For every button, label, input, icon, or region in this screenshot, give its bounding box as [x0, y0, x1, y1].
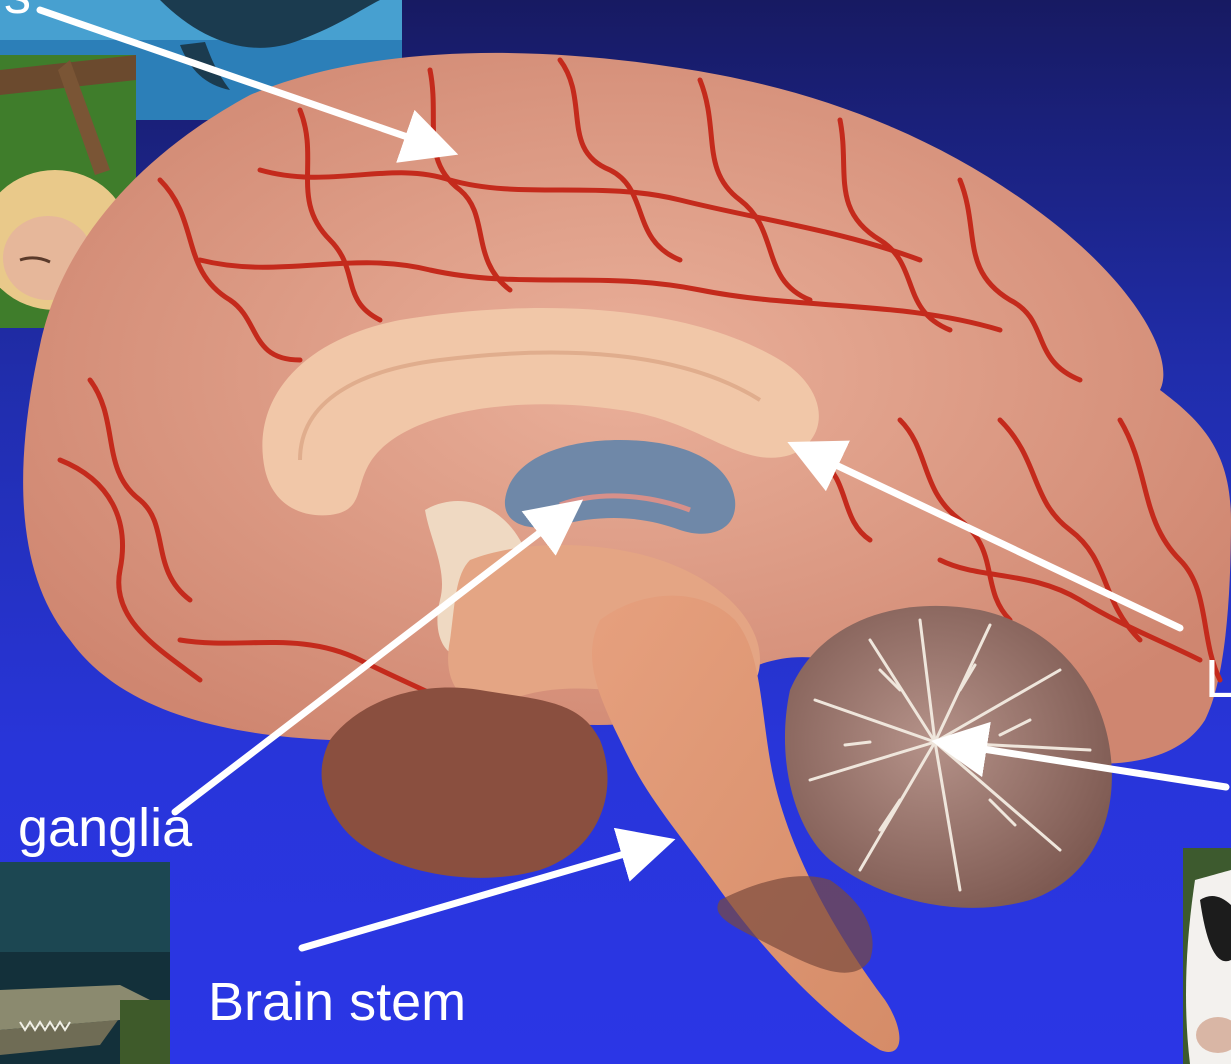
- cow-photo: [1183, 848, 1231, 1064]
- label-basal-ganglia: ganglia: [18, 801, 192, 855]
- label-limbic-fragment: L: [1205, 652, 1231, 706]
- crocodile-photo: [0, 862, 170, 1064]
- label-brain-stem: Brain stem: [208, 975, 466, 1029]
- temporal-lobe: [322, 687, 608, 877]
- label-cortex-fragment: s: [4, 0, 31, 22]
